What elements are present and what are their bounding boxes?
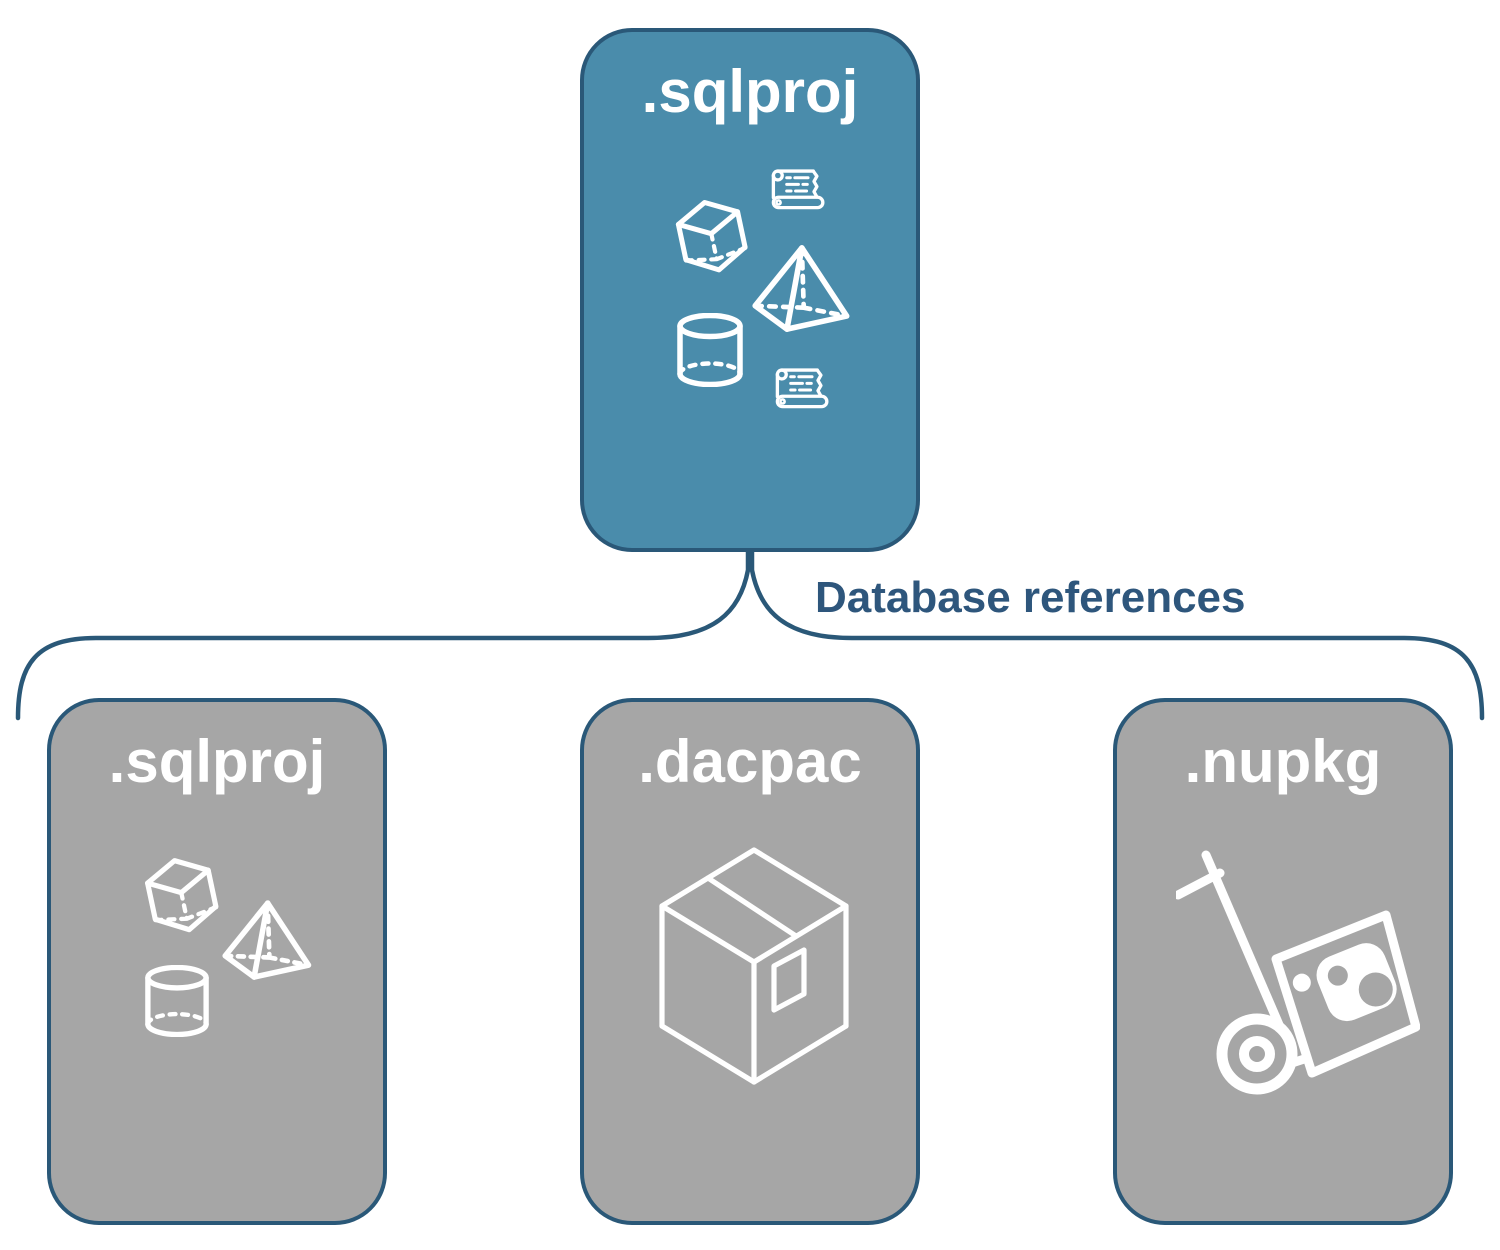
cube-icon <box>145 858 219 933</box>
cube-icon <box>675 199 748 273</box>
reference-card-sqlproj: .sqlproj <box>47 698 387 1225</box>
cylinder-icon <box>677 313 743 387</box>
cylinder-icon <box>145 965 209 1037</box>
card-title: .dacpac <box>638 728 862 795</box>
pyramid-icon <box>222 900 312 980</box>
card-title: .nupkg <box>1184 728 1382 795</box>
reference-card-nupkg: .nupkg <box>1113 698 1453 1225</box>
database-references-label: Database references <box>815 573 1246 622</box>
scroll-icon <box>771 169 825 210</box>
reference-card-dacpac: .dacpac <box>580 698 920 1225</box>
root-card-sqlproj: .sqlproj <box>580 28 920 552</box>
card-title: .sqlproj <box>641 58 859 125</box>
card-title: .sqlproj <box>108 728 326 795</box>
hand-truck-icon <box>1176 850 1420 1095</box>
scroll-icon <box>775 368 829 409</box>
package-box-icon <box>659 847 849 1085</box>
pyramid-icon <box>752 245 850 332</box>
nuget-logo-icon <box>1292 943 1397 1022</box>
